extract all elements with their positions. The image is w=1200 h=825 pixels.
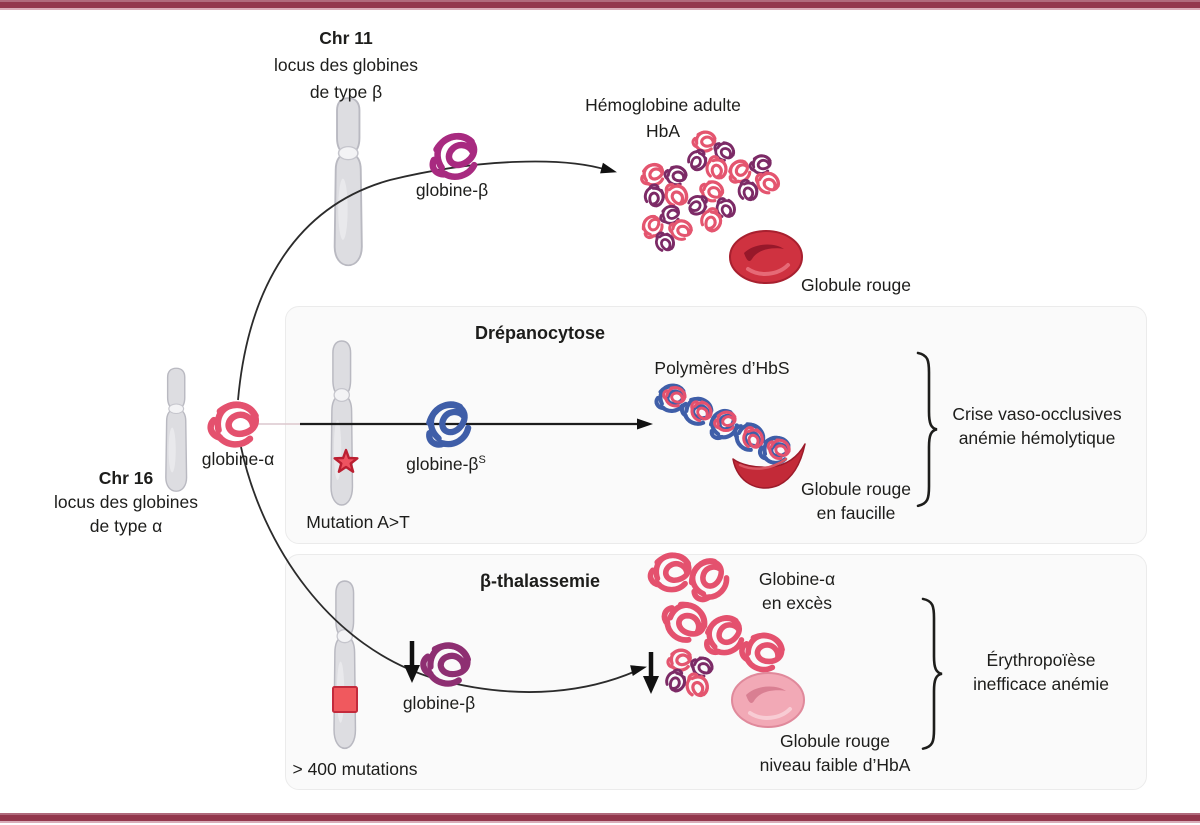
sickle-consequence-label: Crise vaso-occlusives anémie hémolytique bbox=[952, 404, 1122, 448]
globine-beta-thal-protein bbox=[419, 636, 473, 690]
mutation-label: Mutation A>T bbox=[306, 512, 410, 532]
globine-beta-thal-label: globine-β bbox=[402, 693, 476, 713]
brace-thal bbox=[921, 597, 944, 750]
arrow-to-polymer bbox=[257, 418, 653, 430]
globine-alpha-protein bbox=[207, 397, 260, 449]
globine-beta-protein bbox=[433, 136, 474, 176]
chromosome-thal-illustration bbox=[333, 580, 357, 750]
thal-consequence-label: Érythropoïèse inefficace anémie bbox=[973, 650, 1109, 694]
brace-sickle bbox=[916, 351, 939, 508]
sickle-cell-label: Globule rouge en faucille bbox=[801, 479, 911, 523]
top-border-bar bbox=[0, 0, 1200, 10]
chromosome-11-illustration bbox=[333, 97, 363, 267]
globine-alpha-label: globine-α bbox=[201, 449, 275, 469]
globule-rouge-label: Globule rouge bbox=[801, 275, 911, 295]
chr16-label: Chr 16 locus des globines de type α bbox=[54, 468, 198, 536]
hba-label: Hémoglobine adulte HbA bbox=[585, 95, 741, 141]
mutations-400-label: > 400 mutations bbox=[292, 759, 418, 779]
globine-beta-top-label: globine-β bbox=[415, 180, 489, 200]
hbs-polymer-chain bbox=[655, 380, 795, 467]
globine-beta-s-label: globine-βS bbox=[406, 453, 486, 474]
chr11-label: Chr 11 locus des globines de type β bbox=[274, 28, 418, 102]
polymer-label: Polymères d’HbS bbox=[654, 358, 790, 378]
sickle-cell bbox=[732, 443, 806, 489]
thalassemie-title: β-thalassemie bbox=[479, 571, 601, 591]
bottom-border-bar bbox=[0, 813, 1200, 823]
mutation-band bbox=[332, 686, 358, 713]
arrow-to-hba bbox=[237, 160, 619, 401]
arrow-to-thal bbox=[240, 446, 649, 693]
alpha-excess-label: Globine-α en excès bbox=[758, 569, 836, 613]
red-blood-cell bbox=[729, 230, 803, 284]
decrease-arrow-icon bbox=[643, 652, 659, 694]
low-hba-cell-label: Globule rouge niveau faible d’HbA bbox=[759, 731, 911, 775]
pale-red-blood-cell bbox=[731, 672, 805, 728]
drepanocytose-title: Drépanocytose bbox=[474, 323, 606, 343]
decrease-arrow-icon bbox=[404, 641, 420, 683]
